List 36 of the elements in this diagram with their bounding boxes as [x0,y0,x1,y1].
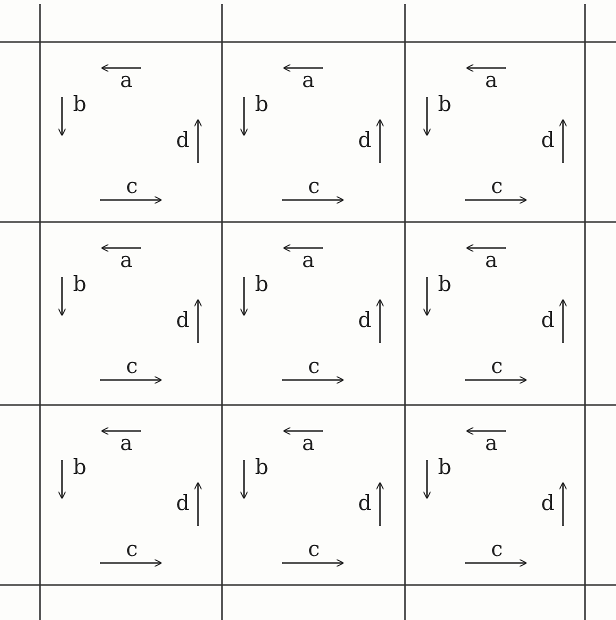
arrow-label: d [541,310,554,331]
arrow-label: a [120,433,133,454]
arrow-label: d [176,310,190,331]
arrow-label: a [485,433,498,454]
arrow-label: c [126,176,138,197]
arrow-label: b [255,94,268,115]
arrow-label: b [255,274,268,295]
arrow-label: d [541,493,554,514]
arrow-label: b [438,94,452,115]
arrow-label: b [255,457,268,478]
arrow-label: c [308,539,320,560]
arrow-label: a [302,70,315,91]
arrow-label: d [358,493,372,514]
arrow-label: b [438,274,452,295]
arrow-label: a [485,70,498,91]
arrow-label: c [491,356,503,377]
arrow-label: d [541,130,554,151]
arrow-label: a [120,250,133,271]
arrow-label: b [73,94,86,115]
arrow-label: d [358,310,372,331]
arrow-label: c [308,176,320,197]
arrow-label: a [485,250,498,271]
arrow-label: c [126,356,138,377]
arrow-label: a [302,433,315,454]
arrow-label: c [491,176,503,197]
arrow-label: d [176,493,190,514]
arrow-label: d [176,130,190,151]
arrow-label: c [491,539,503,560]
arrow-label: b [73,457,86,478]
arrow-label: c [308,356,320,377]
arrow-label: c [126,539,138,560]
arrow-label: d [358,130,372,151]
arrow-label: b [438,457,452,478]
arrow-label: b [73,274,86,295]
arrow-label: a [302,250,315,271]
arrow-label: a [120,70,133,91]
